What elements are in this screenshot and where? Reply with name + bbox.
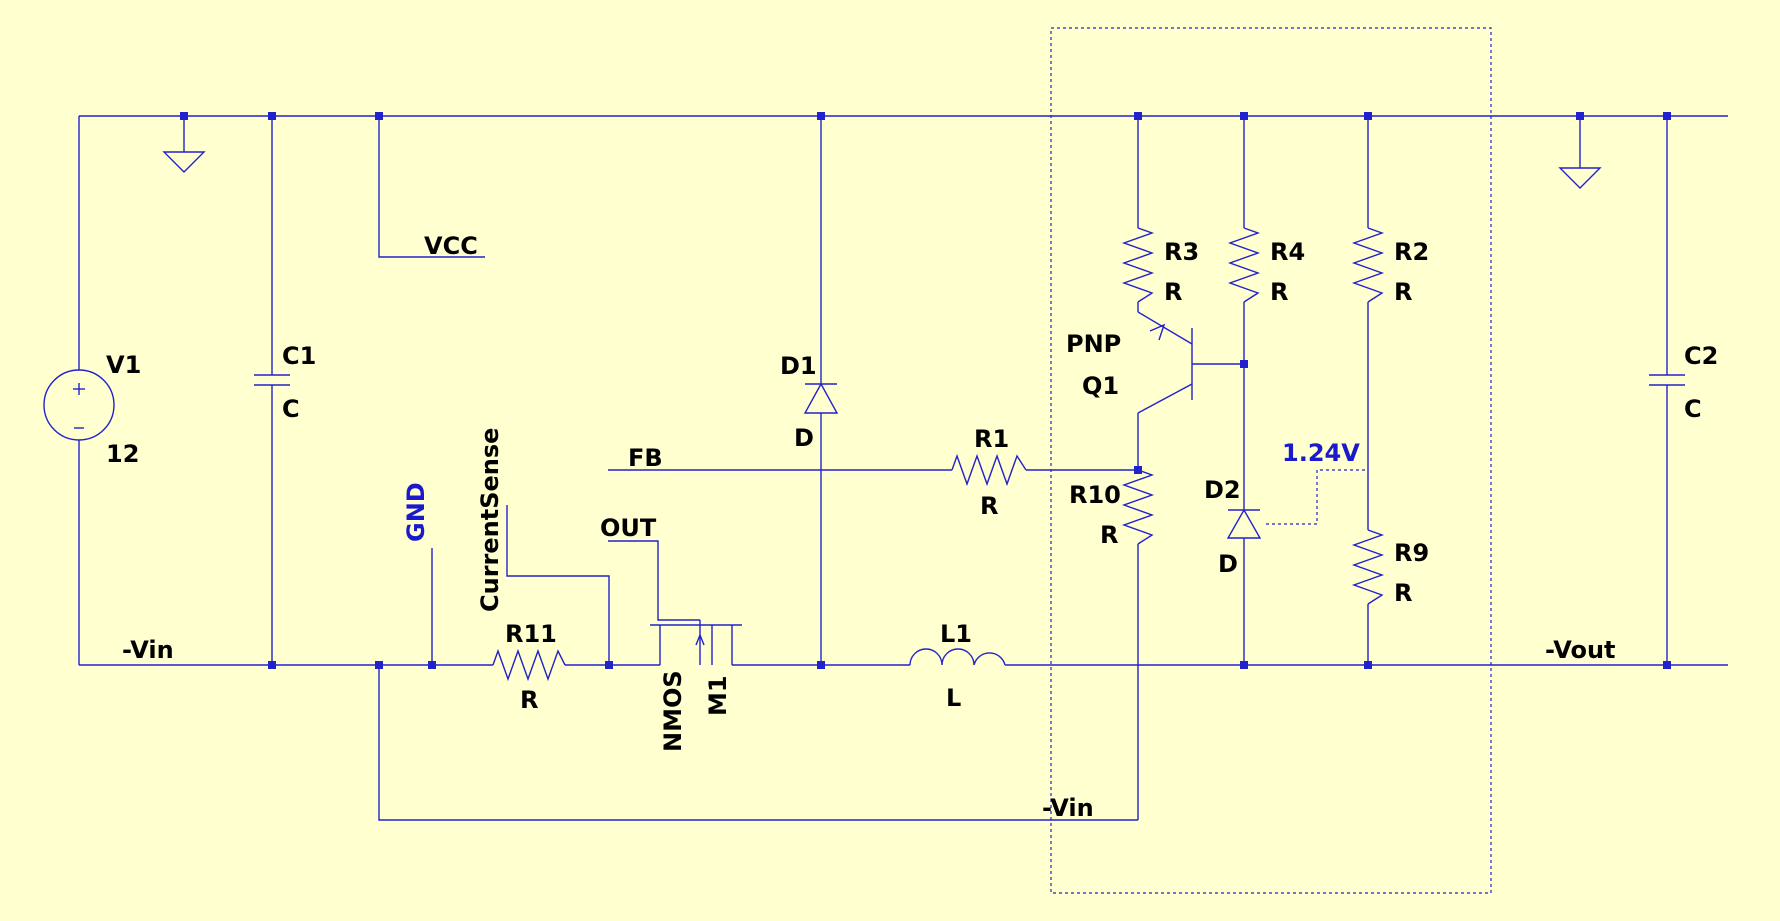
c2-name: C2 <box>1684 342 1718 370</box>
c2-capacitor[interactable] <box>1649 374 1685 386</box>
d1-name: D1 <box>780 352 817 380</box>
r9-value: R <box>1394 579 1412 607</box>
q1-value: PNP <box>1066 330 1121 358</box>
r11-name: R11 <box>505 620 557 648</box>
c2-value: C <box>1684 395 1702 423</box>
module-boundary <box>1050 27 1492 894</box>
ground-symbol-right <box>1558 167 1602 189</box>
net-vout: -Vout <box>1545 636 1616 664</box>
r10-name: R10 <box>1069 481 1121 509</box>
r9-name: R9 <box>1394 539 1429 567</box>
net-vcc: VCC <box>424 232 478 260</box>
d1-value: D <box>794 424 814 452</box>
r11-resistor[interactable] <box>492 648 566 682</box>
m1-value: NMOS <box>659 670 687 752</box>
v1-source[interactable] <box>43 369 115 441</box>
net-vin-bottom: -Vin <box>1042 794 1094 822</box>
r3-name: R3 <box>1164 238 1199 266</box>
r4-resistor[interactable] <box>1227 227 1261 303</box>
q1-pnp-transistor[interactable] <box>1137 311 1193 414</box>
r3-value: R <box>1164 278 1182 306</box>
r9-resistor[interactable] <box>1351 529 1385 605</box>
c1-name: C1 <box>282 342 316 370</box>
r10-resistor[interactable] <box>1121 469 1155 545</box>
net-1-24v: 1.24V <box>1282 439 1360 467</box>
net-vin-left: -Vin <box>122 636 174 664</box>
r2-resistor[interactable] <box>1351 227 1385 303</box>
r4-value: R <box>1270 278 1288 306</box>
junction-dots <box>180 112 1671 669</box>
net-fb: FB <box>628 444 663 472</box>
r2-value: R <box>1394 278 1412 306</box>
l1-name: L1 <box>940 620 972 648</box>
q1-name: Q1 <box>1082 372 1119 400</box>
net-out: OUT <box>600 514 657 542</box>
m1-nmos[interactable] <box>650 620 742 665</box>
wires <box>78 115 1728 821</box>
d2-name: D2 <box>1204 476 1241 504</box>
d2-diode[interactable] <box>1226 508 1262 539</box>
l1-value: L <box>946 684 961 712</box>
net-current-sense: CurrentSense <box>476 428 504 612</box>
v1-value: 12 <box>106 440 139 468</box>
probe-1-24v <box>1266 469 1368 525</box>
c1-capacitor[interactable] <box>254 374 290 386</box>
r4-name: R4 <box>1270 238 1305 266</box>
r10-value: R <box>1100 521 1118 549</box>
v1-name: V1 <box>106 351 141 379</box>
ground-symbol-left <box>162 151 206 173</box>
net-gnd: GND <box>402 482 430 542</box>
r1-name: R1 <box>974 425 1009 453</box>
r2-name: R2 <box>1394 238 1429 266</box>
d2-value: D <box>1218 550 1238 578</box>
r11-value: R <box>520 686 538 714</box>
l1-inductor[interactable] <box>909 648 1006 666</box>
d1-diode[interactable] <box>803 382 839 414</box>
r1-resistor[interactable] <box>951 453 1027 487</box>
r3-resistor[interactable] <box>1121 227 1155 303</box>
c1-value: C <box>282 395 300 423</box>
m1-name: M1 <box>704 675 732 716</box>
r1-value: R <box>980 492 998 520</box>
